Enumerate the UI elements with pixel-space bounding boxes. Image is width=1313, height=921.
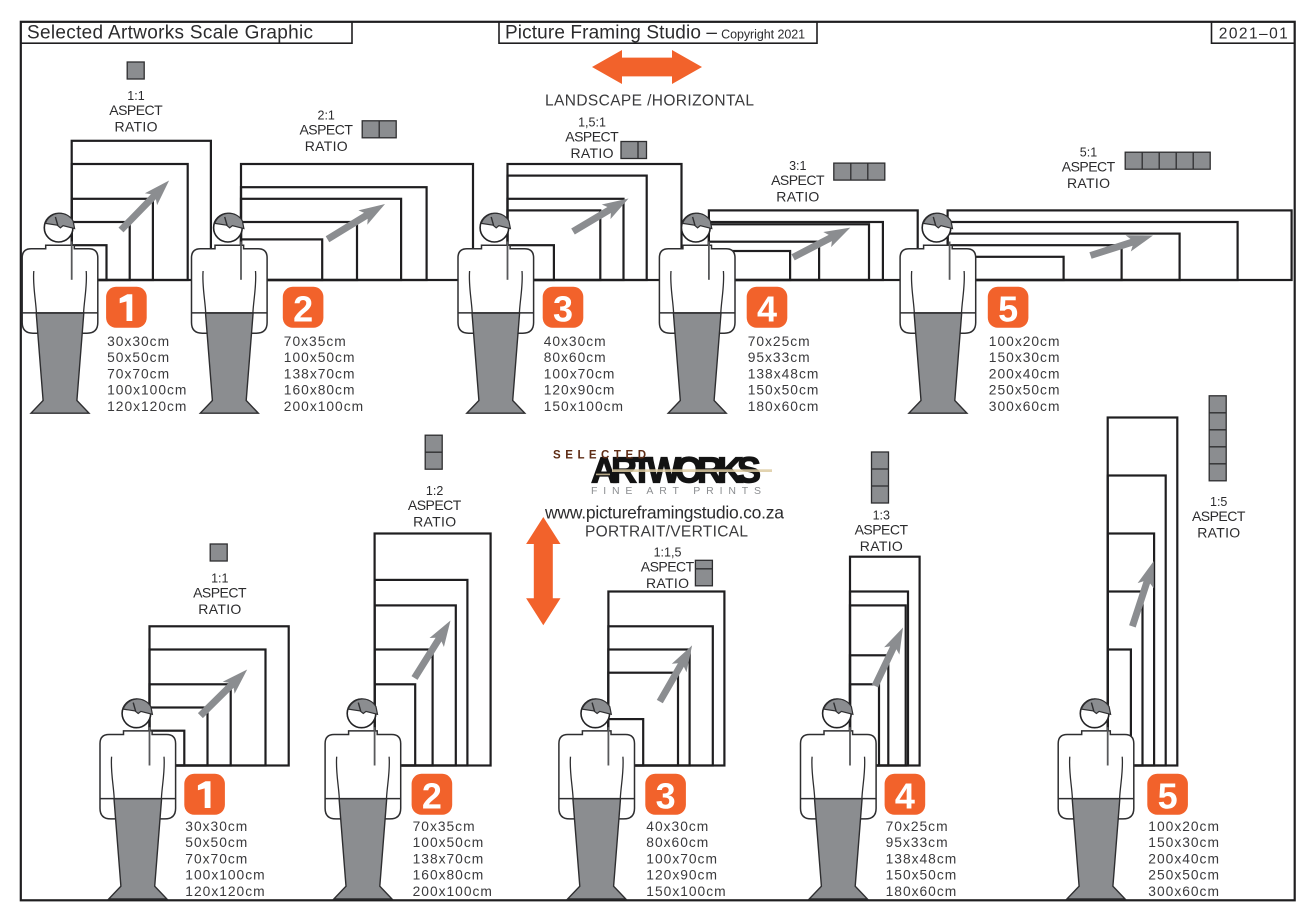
svg-text:RATIO: RATIO [305,138,348,154]
svg-text:138x70cm: 138x70cm [413,851,485,866]
svg-text:80x60cm: 80x60cm [544,350,607,365]
svg-text:150x100cm: 150x100cm [646,884,726,899]
svg-text:RATIO: RATIO [198,601,241,617]
svg-text:5: 5 [998,289,1018,330]
svg-text:RATIO: RATIO [115,119,158,135]
svg-text:ASPECT: ASPECT [300,122,354,138]
svg-text:200x40cm: 200x40cm [1148,851,1220,866]
svg-text:180x60cm: 180x60cm [886,884,958,899]
svg-text:100x50cm: 100x50cm [413,835,485,850]
svg-text:70x35cm: 70x35cm [284,334,347,349]
svg-text:50x50cm: 50x50cm [107,350,170,365]
svg-text:4: 4 [895,776,915,817]
svg-text:FINE ART PRINTS: FINE ART PRINTS [591,485,761,497]
svg-text:120x90cm: 120x90cm [544,383,616,398]
svg-text:100x70cm: 100x70cm [646,851,718,866]
svg-text:70x70cm: 70x70cm [185,851,248,866]
svg-text:40x30cm: 40x30cm [544,334,607,349]
svg-text:RATIO: RATIO [646,575,689,591]
svg-text:3: 3 [553,289,573,330]
svg-text:100x20cm: 100x20cm [1148,819,1220,834]
svg-text:RATIO: RATIO [571,145,614,161]
svg-text:ASPECT: ASPECT [193,585,247,601]
svg-text:LANDSCAPE /HORIZONTAL: LANDSCAPE /HORIZONTAL [545,92,754,109]
svg-text:120x120cm: 120x120cm [185,884,265,899]
svg-text:50x50cm: 50x50cm [185,835,248,850]
svg-text:95x33cm: 95x33cm [886,835,949,850]
svg-text:PORTRAIT/VERTICAL: PORTRAIT/VERTICAL [585,523,748,540]
svg-text:250x50cm: 250x50cm [1148,868,1220,883]
svg-text:ASPECT: ASPECT [641,559,695,575]
svg-text:2021–01: 2021–01 [1219,25,1288,42]
svg-text:100x100cm: 100x100cm [107,383,187,398]
svg-text:1:5: 1:5 [1210,495,1227,509]
svg-text:300x60cm: 300x60cm [989,399,1061,414]
svg-text:RATIO: RATIO [1067,175,1110,191]
svg-text:2: 2 [293,289,313,330]
svg-text:100x70cm: 100x70cm [544,366,616,381]
svg-text:30x30cm: 30x30cm [107,334,170,349]
svg-text:150x100cm: 150x100cm [544,399,624,414]
svg-text:200x40cm: 200x40cm [989,366,1061,381]
svg-text:100x50cm: 100x50cm [284,350,356,365]
svg-text:120x120cm: 120x120cm [107,399,187,414]
svg-text:160x80cm: 160x80cm [413,868,485,883]
svg-text:250x50cm: 250x50cm [989,383,1061,398]
svg-text:160x80cm: 160x80cm [284,383,356,398]
svg-text:Picture Framing Studio –Copyri: Picture Framing Studio –Copyright 2021 [505,23,805,44]
svg-text:5:1: 5:1 [1080,145,1097,159]
svg-text:1:1,5: 1:1,5 [654,545,682,559]
svg-text:5: 5 [1158,776,1178,817]
svg-text:100x100cm: 100x100cm [185,868,265,883]
svg-text:RATIO: RATIO [413,514,456,530]
svg-text:ASPECT: ASPECT [771,172,825,188]
svg-text:70x35cm: 70x35cm [413,819,476,834]
svg-text:ASPECT: ASPECT [1192,508,1246,524]
svg-text:4: 4 [757,289,777,330]
svg-text:180x60cm: 180x60cm [748,399,820,414]
svg-text:150x30cm: 150x30cm [1148,835,1220,850]
svg-text:www.pictureframingstudio.co.za: www.pictureframingstudio.co.za [544,503,784,523]
svg-text:80x60cm: 80x60cm [646,835,709,850]
svg-text:300x60cm: 300x60cm [1148,884,1220,899]
svg-text:30x30cm: 30x30cm [185,819,248,834]
svg-text:70x25cm: 70x25cm [886,819,949,834]
svg-text:100x20cm: 100x20cm [989,334,1061,349]
svg-text:120x90cm: 120x90cm [646,868,718,883]
svg-text:138x70cm: 138x70cm [284,366,356,381]
svg-text:ASPECT: ASPECT [408,497,462,513]
svg-text:95x33cm: 95x33cm [748,350,811,365]
svg-text:3: 3 [656,776,676,817]
svg-text:1:1: 1:1 [127,89,144,103]
svg-text:2: 2 [422,776,442,817]
svg-text:138x48cm: 138x48cm [886,851,958,866]
svg-text:1,5:1: 1,5:1 [578,115,606,129]
svg-text:138x48cm: 138x48cm [748,366,820,381]
svg-text:70x70cm: 70x70cm [107,366,170,381]
svg-text:Selected Artworks Scale Graphi: Selected Artworks Scale Graphic [27,23,313,44]
svg-text:150x30cm: 150x30cm [989,350,1061,365]
svg-text:70x25cm: 70x25cm [748,334,811,349]
svg-text:ASPECT: ASPECT [1062,159,1116,175]
svg-text:RATIO: RATIO [1197,525,1240,541]
svg-text:200x100cm: 200x100cm [284,399,364,414]
svg-text:2:1: 2:1 [318,108,335,122]
svg-text:150x50cm: 150x50cm [886,868,958,883]
svg-text:1:2: 1:2 [426,484,443,498]
svg-text:ASPECT: ASPECT [565,129,619,145]
svg-text:150x50cm: 150x50cm [748,383,820,398]
svg-text:RATIO: RATIO [776,189,819,205]
svg-text:40x30cm: 40x30cm [646,819,709,834]
svg-text:1:1: 1:1 [211,571,228,585]
svg-text:ASPECT: ASPECT [855,522,909,538]
svg-text:RATIO: RATIO [860,538,903,554]
svg-text:3:1: 3:1 [789,159,806,173]
svg-text:1:3: 1:3 [873,508,890,522]
svg-text:S E L E C T E D: S E L E C T E D [553,449,646,461]
svg-text:ASPECT: ASPECT [109,102,163,118]
svg-text:200x100cm: 200x100cm [413,884,493,899]
